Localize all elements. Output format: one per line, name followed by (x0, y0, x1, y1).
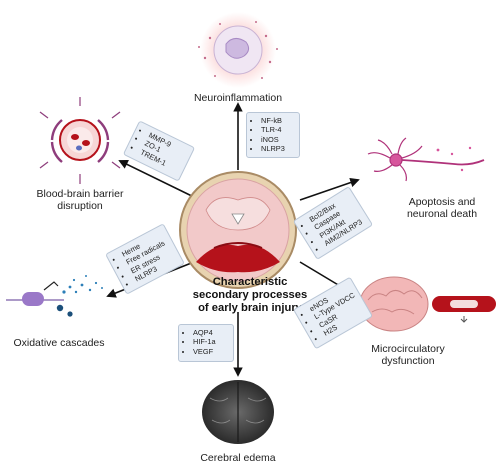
brain-slice-icon (179, 171, 297, 289)
mediator-item: NLRP3 (261, 144, 295, 153)
blood-vessel-narrow-icon (432, 296, 496, 323)
label-neuroinflammation: Neuroinflammation (193, 92, 283, 104)
mediator-item: NF-kB (261, 116, 295, 125)
label-micro-line1: Microcirculatory (371, 343, 445, 355)
mediator-item: iNOS (261, 135, 295, 144)
arrow-apoptosis (299, 177, 360, 201)
mediator-item: VEGF (193, 347, 229, 356)
mediator-item: HIF-1a (193, 337, 229, 346)
label-apoptosis-line2: neuronal death (406, 208, 478, 220)
microglia-icon (198, 12, 278, 88)
label-apoptosis-line1: Apoptosis and (408, 196, 476, 208)
arrow-bbb (118, 160, 201, 201)
neuron-icon (367, 137, 485, 182)
label-micro-line2: dysfunction (381, 355, 435, 367)
blood-vessel-icon (39, 97, 121, 184)
center-title-line2: secondary processes (192, 289, 308, 301)
center-title-line3: of early brain injury (198, 302, 302, 314)
mediators-edema-box: AQP4 HIF-1a VEGF (178, 324, 234, 362)
center-title: Characteristic secondary processes of ea… (176, 276, 324, 315)
label-bbb-line2: disruption (57, 200, 103, 212)
mediators-neuroinflammation-box: NF-kB TLR-4 iNOS NLRP3 (246, 112, 300, 158)
label-bbb-line1: Blood-brain barrier (36, 188, 124, 200)
label-apoptosis: Apoptosis and neuronal death (392, 196, 492, 220)
label-oxidative: Oxidative cascades (13, 337, 105, 349)
label-edema: Cerebral edema (200, 452, 276, 464)
mediator-item: TLR-4 (261, 125, 295, 134)
edema-brain-icon (202, 380, 274, 444)
dna-icon (6, 275, 103, 317)
mediator-item: AQP4 (193, 328, 229, 337)
brain-icon (359, 276, 429, 332)
label-micro: Microcirculatory dysfunction (358, 343, 458, 367)
center-title-line1: Characteristic (212, 276, 288, 288)
label-bbb: Blood-brain barrier disruption (20, 188, 140, 212)
